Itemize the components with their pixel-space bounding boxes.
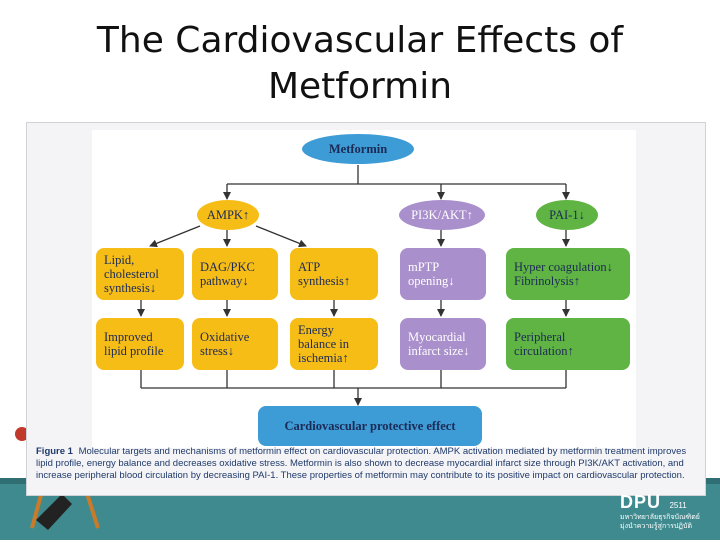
node-dag-pkc-line-2: pathway↓: [200, 274, 249, 288]
node-coagulation-line-2: Fibrinolysis↑: [514, 274, 580, 288]
node-energy-balance-line-1: Energy: [298, 323, 334, 337]
node-coagulation: Hyper coagulation↓ Fibrinolysis↑: [506, 248, 630, 300]
dpu-logo-line-2: มุ่งนำความรู้สู่การปฏิบัติ: [620, 523, 692, 530]
node-energy-balance-line-3: ischemia↑: [298, 351, 349, 365]
dpu-logo-year: 2511: [669, 501, 687, 510]
node-ampk: AMPK↑: [197, 200, 259, 230]
node-improved-lipid-line-2: lipid profile: [104, 344, 164, 358]
node-atp-synthesis-line-2: synthesis↑: [298, 274, 351, 288]
node-mptp-opening-line-1: mPTP: [408, 260, 440, 274]
node-improved-lipid: Improved lipid profile: [96, 318, 184, 370]
node-energy-balance: Energy balance in ischemia↑: [290, 318, 378, 370]
arrow-ampk-atp: [255, 225, 307, 248]
node-pi3k-akt-label: PI3K/AKT↑: [411, 208, 473, 222]
node-pai1-label: PAI-1↓: [549, 208, 585, 222]
node-ampk-label: AMPK↑: [206, 208, 250, 222]
node-cardiovascular-protective: Cardiovascular protective effect: [258, 406, 482, 446]
node-peripheral-circulation: Peripheral circulation↑: [506, 318, 630, 370]
node-energy-balance-line-2: balance in: [298, 337, 350, 351]
node-dag-pkc-line-1: DAG/PKC: [200, 260, 255, 274]
dpu-logo-line-1: มหาวิทยาลัยธุรกิจบัณฑิตย์: [620, 514, 700, 521]
node-metformin: Metformin: [302, 134, 414, 164]
figure-caption: Figure 1 Molecular targets and mechanism…: [36, 446, 700, 482]
slide-title-line-2: Metformin: [267, 66, 453, 107]
figure-caption-label: Figure 1: [36, 446, 73, 457]
node-oxidative-stress-line-2: stress↓: [200, 344, 235, 358]
node-mptp-opening: mPTP opening↓: [400, 248, 486, 300]
node-improved-lipid-line-1: Improved: [104, 330, 153, 344]
node-lipid-synthesis-line-1: Lipid,: [104, 253, 135, 267]
node-coagulation-line-1: Hyper coagulation↓: [514, 260, 613, 274]
node-oxidative-stress: Oxidative stress↓: [192, 318, 278, 370]
node-mptp-opening-line-2: opening↓: [408, 274, 455, 288]
node-dag-pkc: DAG/PKC pathway↓: [192, 248, 278, 300]
dpu-logo: DPU 2511 มหาวิทยาลัยธุรกิจบัณฑิตย์ มุ่งน…: [620, 492, 716, 536]
node-lipid-synthesis-line-2: cholesterol: [104, 267, 159, 281]
node-lipid-synthesis-line-3: synthesis↓: [104, 281, 157, 295]
node-pi3k-akt: PI3K/AKT↑: [399, 200, 485, 230]
node-lipid-synthesis: Lipid, cholesterol synthesis↓: [96, 248, 184, 300]
node-atp-synthesis: ATP synthesis↑: [290, 248, 378, 300]
dpu-logo-name: DPU: [620, 492, 662, 512]
arrow-ampk-lipid: [149, 225, 201, 248]
node-pai1: PAI-1↓: [536, 200, 598, 230]
node-atp-synthesis-line-1: ATP: [298, 260, 321, 274]
node-myocardial-infarct-line-2: infarct size↓: [408, 344, 470, 358]
figure-caption-text: Molecular targets and mechanisms of metf…: [36, 446, 687, 481]
node-oxidative-stress-line-1: Oxidative: [200, 330, 250, 344]
node-myocardial-infarct-line-1: Myocardial: [408, 330, 466, 344]
slide-title-line-1: The Cardiovascular Effects of: [96, 20, 624, 61]
slide-title: The Cardiovascular Effects of Metformin: [0, 18, 720, 110]
node-peripheral-circulation-line-1: Peripheral: [514, 330, 566, 344]
node-myocardial-infarct: Myocardial infarct size↓: [400, 318, 486, 370]
node-peripheral-circulation-line-2: circulation↑: [514, 344, 574, 358]
node-cardiovascular-protective-label: Cardiovascular protective effect: [284, 419, 456, 433]
node-metformin-label: Metformin: [328, 142, 388, 156]
